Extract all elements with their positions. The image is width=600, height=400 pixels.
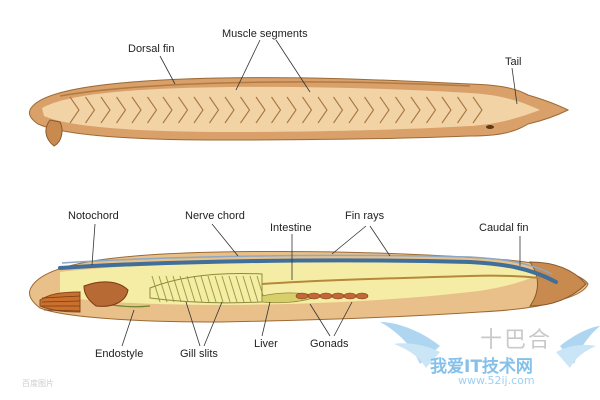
muscle-segment-chevron	[209, 96, 220, 124]
caudal-fin-shape	[529, 261, 587, 307]
watermark-corner-text: 百度图片	[22, 379, 54, 388]
gill-bar	[235, 275, 245, 303]
muscle-segment-chevron	[379, 96, 390, 124]
gonads-leader-1	[309, 303, 331, 337]
label-gill-slits: Gill slits	[180, 348, 218, 360]
muscle-segment-chevron	[178, 96, 189, 124]
cirri-lines	[41, 295, 81, 312]
gill-bar	[221, 275, 231, 303]
bottom-leader-lines	[91, 223, 521, 347]
gill-bar	[165, 275, 175, 303]
tail-leader	[511, 67, 518, 105]
gonads-leader-2	[333, 301, 353, 337]
muscle-segment-chevron	[85, 96, 96, 124]
watermark-site-url: www.52ij.com	[458, 374, 535, 387]
muscle-segment-chevron	[302, 96, 313, 124]
gill-bar	[228, 275, 238, 303]
muscle-segment-chevron	[441, 96, 452, 124]
gill-bar	[158, 275, 168, 303]
muscle-segment-chevron	[131, 96, 142, 124]
gonad	[355, 292, 369, 300]
gonad	[319, 292, 333, 300]
label-intestine: Intestine	[270, 222, 312, 234]
gill-slits-leader-1	[185, 301, 201, 347]
label-notochord: Notochord	[68, 210, 119, 222]
muscle-segments-chevrons	[69, 96, 483, 124]
muscle-segment-chevron	[286, 96, 297, 124]
fin-rays-leader-2	[369, 225, 391, 257]
watermark-logo-text: 十巴合	[480, 328, 553, 353]
muscle-segment-chevron	[240, 96, 251, 124]
muscle-segment-chevron	[271, 96, 282, 124]
muscle-segments-leader-1	[235, 39, 261, 91]
muscle-segment-chevron	[333, 96, 344, 124]
label-gonads: Gonads	[310, 338, 349, 350]
gill-bar	[207, 275, 217, 303]
notochord	[58, 258, 558, 284]
nerve-chord-leader	[211, 223, 239, 257]
muscle-segment-chevron	[69, 96, 80, 124]
gill-slits-leader-2	[203, 301, 223, 347]
label-muscle-segments: Muscle segments	[222, 28, 308, 40]
intestine-tube	[261, 274, 541, 285]
external-view	[29, 77, 570, 147]
muscle-segment-chevron	[193, 96, 204, 124]
label-endostyle: Endostyle	[95, 348, 144, 360]
gonad	[295, 292, 309, 300]
muscle-segment-chevron	[147, 96, 158, 124]
tail-spot	[486, 125, 494, 129]
muscle-segment-chevron	[116, 96, 127, 124]
muscle-segment-chevron	[364, 96, 375, 124]
muscle-segments-leader-2	[275, 39, 311, 93]
muscle-segment-chevron	[472, 96, 483, 124]
dorsal-fin-ridge	[59, 81, 471, 97]
endostyle-leader	[121, 309, 135, 347]
oral-cirri	[39, 291, 81, 313]
watermark-site-name: 我爱IT技术网	[430, 357, 533, 377]
oral-hood-internal	[83, 281, 129, 307]
muscle-segment-chevron	[255, 96, 266, 124]
liver-leader	[261, 301, 271, 337]
gonad	[307, 292, 321, 300]
watermark-wings-logo	[380, 322, 600, 368]
dorsal-fin-leader	[159, 55, 176, 85]
muscle-segment-chevron	[395, 96, 406, 124]
gonads-group	[295, 292, 369, 300]
gill-bar	[186, 275, 196, 303]
gill-bar	[193, 275, 203, 303]
nerve-chord-line	[61, 254, 553, 275]
label-caudal-fin: Caudal fin	[479, 222, 529, 234]
label-liver: Liver	[254, 338, 278, 350]
internal-view	[29, 250, 589, 323]
muscle-segment-chevron	[162, 96, 173, 124]
gill-bar	[200, 275, 210, 303]
muscle-segment-chevron	[426, 96, 437, 124]
top-leader-lines	[159, 39, 518, 105]
gill-bar	[214, 275, 224, 303]
gonad	[343, 292, 357, 300]
oral-hood	[45, 119, 63, 147]
label-fin-rays: Fin rays	[345, 210, 385, 222]
fin-rays-leader-1	[331, 225, 367, 255]
gill-bar	[249, 275, 259, 303]
label-dorsal-fin: Dorsal fin	[128, 43, 175, 55]
gill-bar	[179, 275, 189, 303]
muscle-segment-chevron	[317, 96, 328, 124]
muscle-segment-chevron	[410, 96, 421, 124]
label-tail: Tail	[505, 56, 522, 68]
external-body-inner	[42, 86, 540, 132]
muscle-segment-chevron	[224, 96, 235, 124]
notochord-leader	[91, 223, 96, 266]
muscle-segment-chevron	[100, 96, 111, 124]
muscle-segment-chevron	[457, 96, 468, 124]
label-nerve-chord: Nerve chord	[185, 210, 245, 222]
muscle-segment-chevron	[348, 96, 359, 124]
gill-bar	[242, 275, 252, 303]
gill-bar	[151, 275, 161, 303]
gonad	[331, 292, 345, 300]
